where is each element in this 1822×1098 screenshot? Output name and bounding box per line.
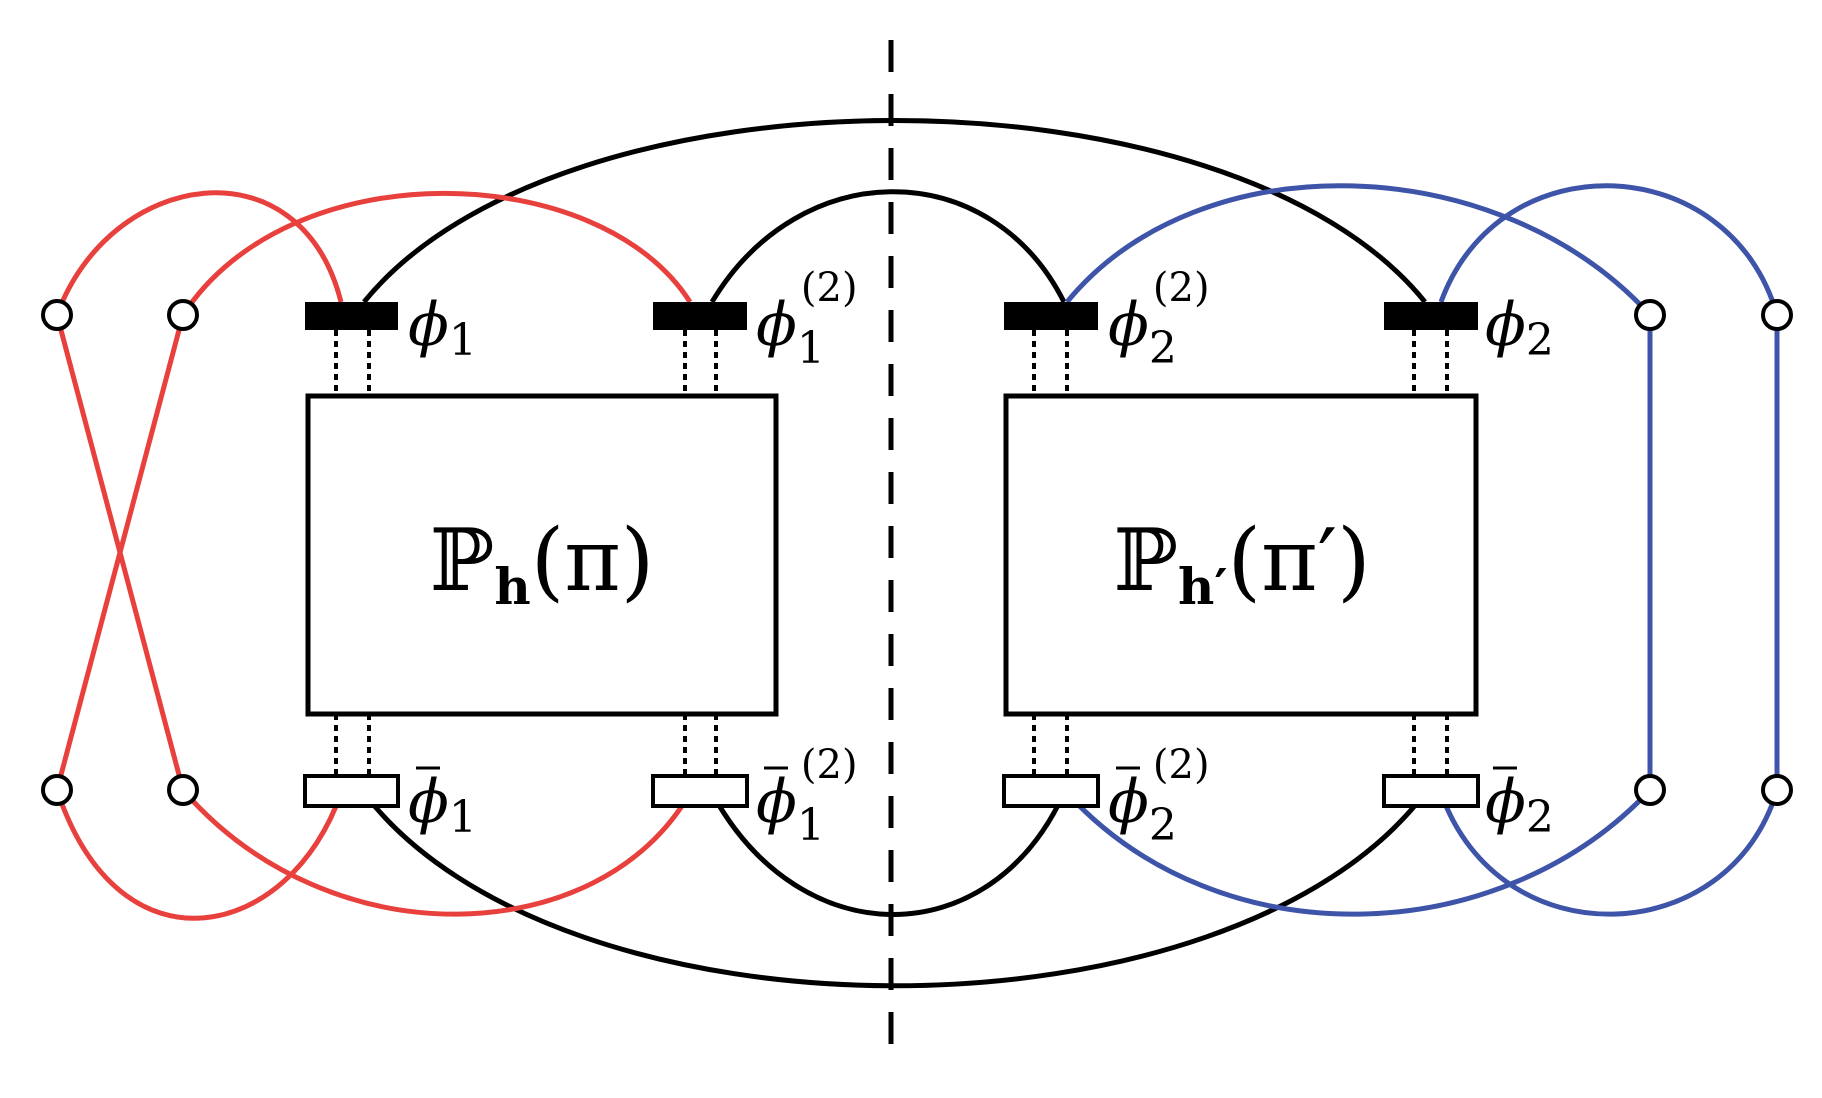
inner-bottom-arc <box>709 791 1067 917</box>
vertex-bottom-right-inner <box>1634 774 1666 806</box>
dotted-connectors <box>334 330 1449 776</box>
blue-top-strand-a <box>1065 183 1652 317</box>
vertex-bottom-left-outer <box>41 774 73 806</box>
blue-top-strand-b <box>1438 183 1780 316</box>
label-phibar1: ϕ1 <box>408 767 477 843</box>
phi2-2-bar <box>1004 302 1098 330</box>
red-bottom-strand-b <box>181 788 693 917</box>
label-phi2-2: ϕ2(2) <box>1108 265 1210 374</box>
label-phibar1-2: ϕ1(2) <box>756 742 858 851</box>
label-phibar2-2: ϕ2(2) <box>1108 742 1210 851</box>
red-bottom-strand-a <box>54 789 344 921</box>
phibar1-2-bar <box>651 774 749 808</box>
red-strands <box>54 190 693 921</box>
blue-strands <box>1065 183 1780 917</box>
label-phibar2: ϕ2 <box>1485 767 1554 843</box>
left-box-title: ℙh(π) <box>430 511 655 616</box>
outer-bottom-arc <box>362 791 1427 989</box>
outer-top-arc <box>362 118 1427 304</box>
phibar1-bar <box>303 774 400 808</box>
phibar2-2-bar <box>1002 774 1100 808</box>
external-vertices <box>41 299 1793 806</box>
black-strands <box>362 118 1427 989</box>
blue-bottom-strand-a <box>1065 788 1652 917</box>
vertex-top-left-outer <box>41 299 73 331</box>
blue-bottom-strand-b <box>1438 789 1780 917</box>
label-phi1-2: ϕ1(2) <box>756 265 858 374</box>
vertex-bottom-left-inner <box>167 774 199 806</box>
left-box <box>305 393 779 717</box>
label-phi1: ϕ1 <box>408 290 477 366</box>
inner-top-arc <box>709 189 1067 304</box>
vertex-top-right-inner <box>1634 299 1666 331</box>
right-box-title: ℙh′(π′) <box>1113 511 1370 616</box>
bottom-field-bars <box>303 774 1480 808</box>
phi1-bar <box>305 302 398 330</box>
red-top-strand-b <box>180 190 693 317</box>
top-field-bars <box>305 302 1478 330</box>
right-box <box>1003 393 1479 717</box>
vertex-bottom-right-outer <box>1761 774 1793 806</box>
red-top-strand-a <box>54 190 344 316</box>
vertex-top-left-inner <box>167 299 199 331</box>
red-cross-b <box>54 314 186 791</box>
vertex-top-right-outer <box>1761 299 1793 331</box>
phi2-bar <box>1384 302 1478 330</box>
label-phi2: ϕ2 <box>1485 290 1554 366</box>
phi1-2-bar <box>653 302 747 330</box>
phibar2-bar <box>1382 774 1480 808</box>
